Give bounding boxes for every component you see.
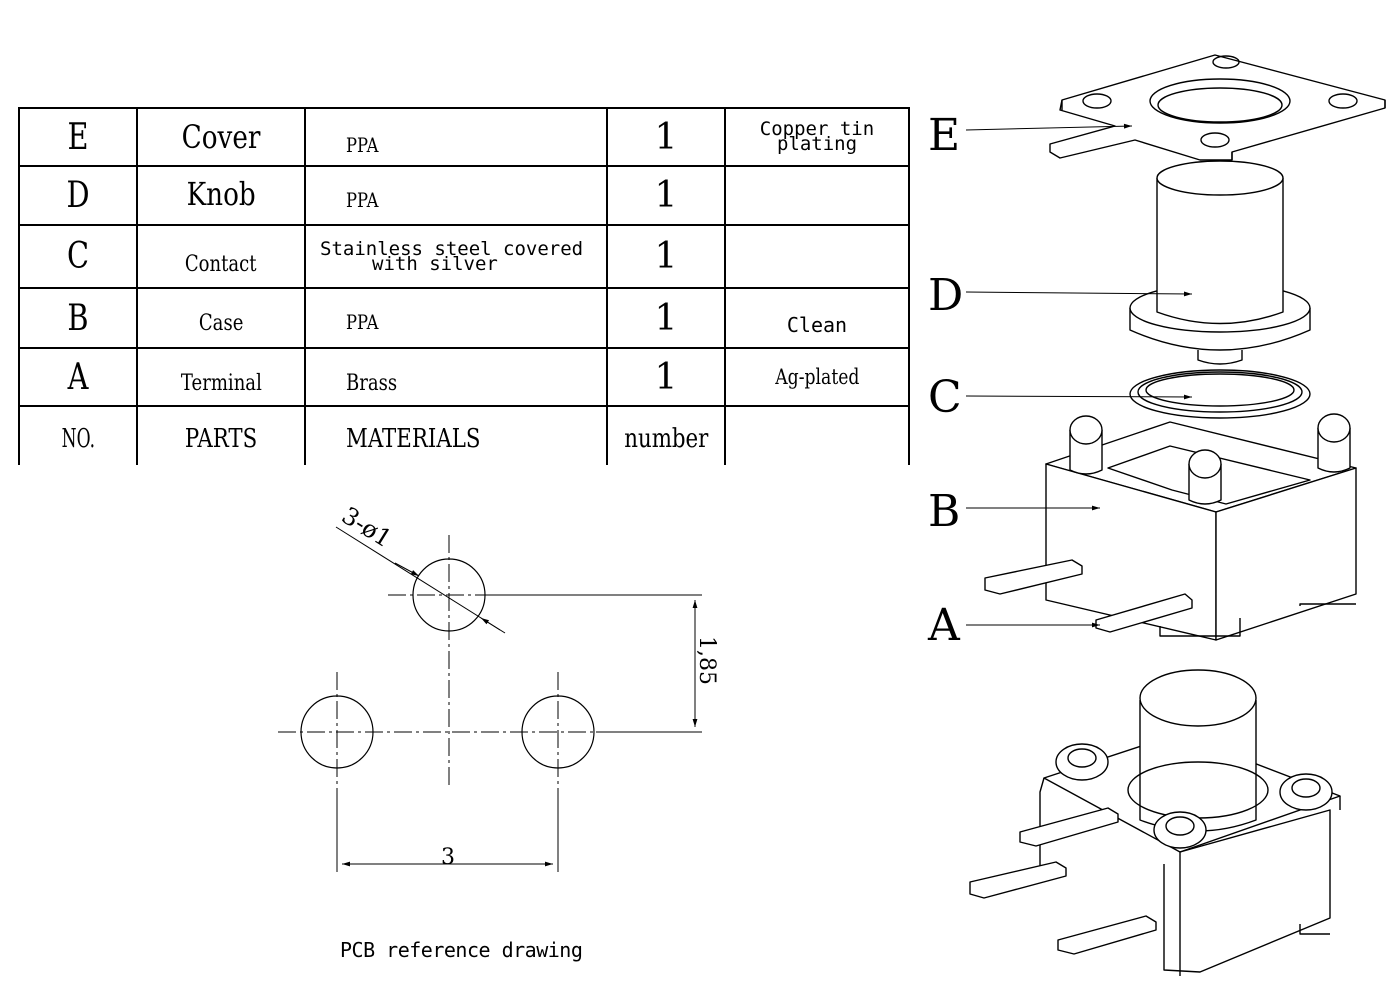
part-name: Knob — [186, 175, 256, 213]
part-name: Terminal — [180, 370, 262, 396]
label-c: C — [928, 372, 962, 423]
part-contact — [1129, 369, 1311, 419]
table-rule — [18, 347, 910, 349]
table-row: A Terminal Brass 1 Ag-plated — [18, 349, 910, 405]
part-remark: Clean — [786, 313, 848, 337]
part-material: Stainless steel covered with silver — [320, 237, 584, 275]
part-knob — [1129, 160, 1311, 365]
table-rule — [908, 107, 910, 465]
label-a: A — [927, 600, 961, 651]
diameter-leader — [335, 526, 506, 634]
part-terminal — [984, 559, 1193, 633]
table-rule — [18, 287, 910, 289]
part-remark: Copper tin plating — [759, 118, 875, 155]
dim-horizontal-label: 3 — [441, 845, 455, 870]
part-no: A — [67, 356, 89, 398]
table-rule — [18, 165, 910, 167]
part-no: B — [67, 297, 89, 339]
header-materials: MATERIALS — [346, 424, 481, 454]
table-rule — [136, 107, 138, 465]
part-cover — [1049, 54, 1386, 161]
table-rule — [304, 107, 306, 465]
header-number: number — [623, 424, 709, 454]
part-labels: E D C B A — [927, 110, 963, 651]
part-number: 1 — [654, 116, 678, 158]
part-remark: Ag-plated — [774, 365, 860, 389]
header-parts: PARTS — [184, 424, 258, 454]
part-no: C — [66, 236, 90, 277]
table-rule — [724, 107, 726, 465]
part-number: 1 — [654, 175, 678, 216]
part-case — [1045, 413, 1357, 641]
part-number: 1 — [654, 297, 678, 339]
table-row: B Case PPA 1 Clean — [18, 289, 910, 347]
part-no: D — [66, 175, 90, 216]
part-no: E — [67, 116, 89, 158]
table-header-row: NO. PARTS MATERIALS number — [18, 407, 910, 465]
part-name: Cover — [181, 118, 261, 156]
label-d: D — [928, 270, 963, 321]
table-rule — [18, 107, 910, 109]
part-material: PPA — [346, 133, 379, 157]
table-rule — [18, 405, 910, 407]
pcb-caption: PCB reference drawing — [340, 938, 583, 962]
part-number: 1 — [654, 356, 678, 398]
table-row: D Knob PPA 1 — [18, 167, 910, 224]
part-material: PPA — [346, 310, 379, 334]
label-b: B — [928, 486, 960, 537]
leader-c — [965, 394, 1193, 400]
table-rule — [606, 107, 608, 465]
leader-d — [965, 291, 1193, 297]
part-material: PPA — [346, 187, 379, 212]
label-e: E — [928, 110, 960, 161]
part-number: 1 — [654, 236, 678, 277]
dim-vertical-label: 1,85 — [694, 636, 719, 685]
bom-table: E Cover PPA 1 Copper tin plating D Knob … — [18, 107, 910, 465]
table-row: C Contact Stainless steel covered with s… — [18, 226, 910, 287]
exploded-view — [965, 54, 1386, 976]
table-rule — [18, 224, 910, 226]
hole-callout: 3-ø1 — [337, 501, 397, 553]
header-no: NO. — [61, 424, 95, 454]
part-name: Case — [198, 310, 244, 336]
part-name: Contact — [185, 252, 257, 277]
table-rule — [18, 107, 20, 465]
leader-e — [965, 123, 1133, 131]
table-row: E Cover PPA 1 Copper tin plating — [18, 109, 910, 165]
pcb-footprint — [278, 526, 702, 872]
assembled-switch — [969, 669, 1341, 976]
center-lines — [278, 535, 618, 790]
part-material: Brass — [346, 370, 398, 396]
